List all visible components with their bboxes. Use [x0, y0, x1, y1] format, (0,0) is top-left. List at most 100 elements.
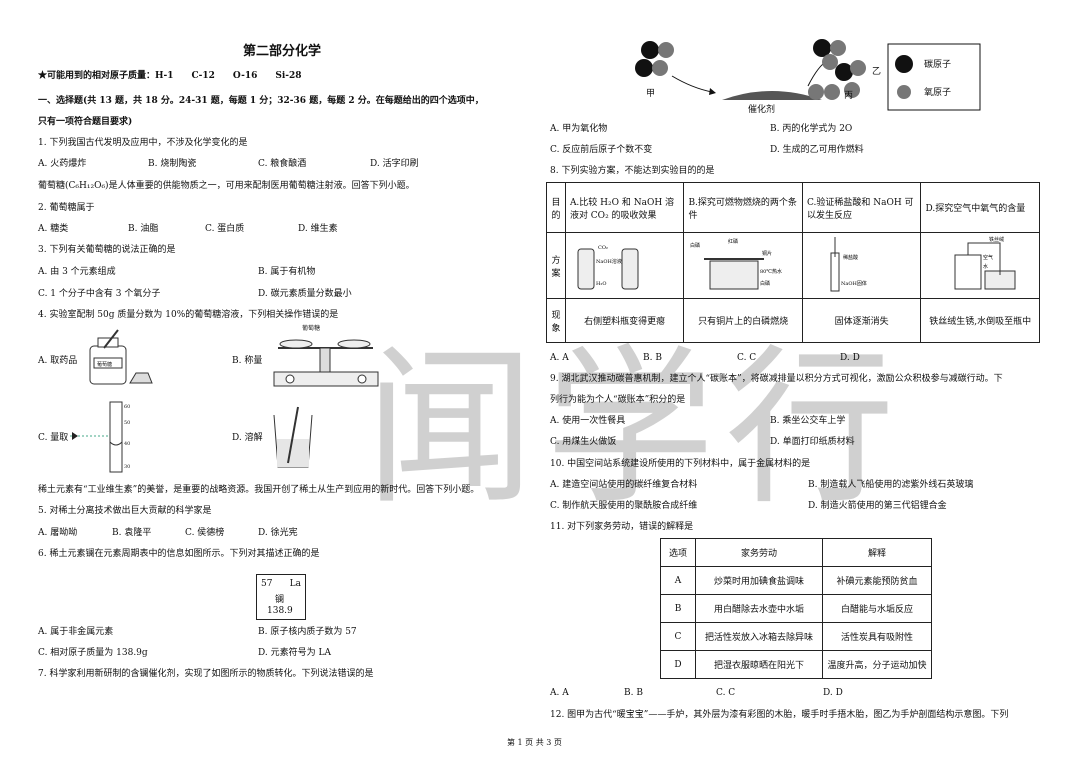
q8-option-d: D. D: [840, 353, 860, 363]
label-co2: CO₂: [598, 245, 608, 251]
table-row: B 用白醋除去水壶中水垢 白醋能与水垢反应: [660, 594, 932, 623]
q11-cell: D: [660, 650, 696, 679]
q11-cell: 把活性炭放入冰箱去除异味: [695, 622, 823, 651]
q11-header-explanation: 解释: [822, 538, 932, 567]
q10-option-b: B. 制造载人飞船使用的滤紫外线石英玻璃: [808, 480, 974, 490]
q11-cell: 把湿衣服晾晒在阳光下: [695, 650, 823, 679]
q2-stem: 2. 葡萄糖属于: [38, 203, 95, 213]
label-white-phosphorus: 白磷: [690, 242, 700, 249]
label-hot-water: 80℃热水: [760, 268, 782, 275]
q8-plan-c: 稀盐酸 NaOH固体: [801, 232, 922, 299]
cyl-tick-50: 50: [124, 420, 130, 426]
q8-goal-d: D.探究空气中氧气的含量: [920, 182, 1040, 233]
periodic-cell-symbol: La: [289, 579, 301, 589]
q2-option-b: B. 油脂: [128, 224, 159, 234]
q5-option-a: A. 屠呦呦: [38, 528, 78, 538]
take-reagent-illustration: 葡萄糖: [89, 329, 153, 385]
legend-oxygen: 氧原子: [924, 86, 951, 98]
q8-phenomenon-b: 只有铜片上的白磷燃烧: [683, 298, 803, 343]
q11-stem: 11. 对下列家务劳动，错误的解释是: [550, 522, 694, 532]
q6-option-a: A. 属于非金属元素: [38, 627, 114, 637]
q9-option-b: B. 乘坐公交车上学: [770, 416, 846, 426]
q2-option-a: A. 糖类: [38, 224, 69, 234]
label-dilute-hcl: 稀盐酸: [843, 254, 858, 261]
label-iron-wool: 铁丝绒: [989, 236, 1004, 243]
q3-stem: 3. 下列有关葡萄糖的说法正确的是: [38, 245, 176, 255]
label-red-phosphorus: 红磷: [728, 238, 738, 245]
q8-goal-c: C.验证稀盐酸和 NaOH 可以发生反应: [801, 182, 922, 233]
q11-cell: 炒菜时用加碘食盐调味: [695, 566, 823, 595]
q5-option-c: C. 侯德榜: [185, 528, 225, 538]
label-naoh-solution: NaOH溶液: [596, 258, 622, 265]
q7-option-b: B. 丙的化学式为 2O: [770, 124, 853, 134]
page-title: 第二部分化学: [243, 44, 322, 59]
q7-stem: 7. 科学家利用新研制的含镧催化剂，实现了如图所示的物质转化。下列说法错误的是: [38, 669, 374, 679]
q6-option-d: D. 元素符号为 LA: [258, 648, 331, 658]
q11-cell: 用白醋除去水壶中水垢: [695, 594, 823, 623]
atomic-mass-line: ★可能用到的相对原子质量：H-1 C-12 O-16 Si-28: [38, 71, 302, 81]
q10-stem: 10. 中国空间站系统建设所使用的下列材料中，属于金属材料的是: [550, 459, 811, 469]
q8-row-header-goal: 目 的: [546, 182, 566, 233]
q8-table: 目 的 A.比较 H₂O 和 NaOH 溶液对 CO₂ 的吸收效果 B.探究可燃…: [546, 182, 1040, 343]
q11-cell: 温度升高，分子运动加快: [822, 650, 932, 679]
q4-option-b: B. 称量: [232, 356, 263, 366]
section-heading: 一、选择题(共 13 题，共 18 分。24-31 题，每题 1 分；32-36…: [38, 96, 484, 106]
q11-cell: 补碘元素能预防贫血: [822, 566, 932, 595]
q7-option-d: D. 生成的乙可用作燃料: [770, 145, 864, 155]
q11-header-chore: 家务劳动: [695, 538, 823, 567]
q8-plan-a: CO₂ NaOH溶液 H₂O: [564, 232, 685, 299]
q8-phenomenon-a: 右侧塑料瓶变得更瘪: [564, 298, 685, 343]
label-air: 空气: [983, 254, 993, 261]
q6-option-b: B. 原子核内质子数为 57: [258, 627, 357, 637]
q3-option-c: C. 1 个分子中含有 3 个氧分子: [38, 289, 161, 299]
q11-cell: 白醋能与水垢反应: [822, 594, 932, 623]
q10-option-c: C. 制作航天服使用的聚酰胺合成纤维: [550, 501, 698, 511]
label-h2o: H₂O: [596, 281, 606, 287]
q4-stem: 4. 实验室配制 50g 质量分数为 10%的葡萄糖溶液，下列相关操作错误的是: [38, 310, 339, 320]
balance-label: 葡萄糖: [302, 324, 320, 332]
q10-option-d: D. 制造火箭使用的第三代铝锂合金: [808, 501, 947, 511]
q9-option-a: A. 使用一次性餐具: [550, 416, 626, 426]
q9-option-c: C. 用煤生火做饭: [550, 437, 617, 447]
q11-option-b: B. B: [624, 688, 643, 698]
table-row: D 把湿衣服晾晒在阳光下 温度升高，分子运动加快: [660, 650, 932, 679]
q8-goal-a: A.比较 H₂O 和 NaOH 溶液对 CO₂ 的吸收效果: [564, 182, 685, 233]
legend-carbon: 碳原子: [924, 58, 951, 70]
q8-option-a: A. A: [550, 353, 569, 363]
q11-cell: 活性炭具有吸附性: [822, 622, 932, 651]
rare-earth-intro: 稀土元素有“工业维生素”的美誉，是重要的战略资源。我国开创了稀土从生产到应用的新…: [38, 485, 480, 495]
q7-reaction-diagram: 甲 催化剂 丙 乙 碳原子 氧原子: [635, 39, 981, 115]
q5-option-d: D. 徐光宪: [258, 528, 298, 538]
q8-row-header-phenomenon: 现 象: [546, 298, 566, 343]
page-footer: 第 1 页 共 3 页: [507, 738, 562, 747]
q10-option-a: A. 建造空间站使用的碳纤维复合材料: [550, 480, 698, 490]
periodic-cell-mass: 138.9: [267, 606, 293, 616]
label-jia: 甲: [646, 88, 655, 99]
q7-option-c: C. 反应前后原子个数不变: [550, 145, 653, 155]
periodic-cell: 57 La 镧 138.9: [256, 574, 306, 620]
q3-option-b: B. 属于有机物: [258, 267, 316, 277]
glucose-intro: 葡萄糖(C₆H₁₂O₆)是人体重要的供能物质之一，可用来配制医用葡萄糖注射液。回…: [38, 181, 415, 191]
q8-phenomenon-c: 固体逐渐消失: [801, 298, 922, 343]
q7-option-a: A. 甲为氧化物: [550, 124, 608, 134]
q6-option-c: C. 相对原子质量为 138.9g: [38, 648, 148, 658]
q1-stem: 1. 下列我国古代发明及应用中，不涉及化学变化的是: [38, 138, 248, 148]
periodic-cell-number: 57: [261, 579, 273, 589]
cyl-tick-30: 30: [124, 464, 130, 470]
q11-table: 选项 家务劳动 解释 A 炒菜时用加碘食盐调味 补碘元素能预防贫血 B 用白醋除…: [660, 538, 932, 679]
q11-option-d: D. D: [823, 688, 843, 698]
q8-option-c: C. C: [737, 353, 757, 363]
cyl-tick-60: 60: [124, 404, 130, 410]
q8-option-b: B. B: [643, 353, 662, 363]
q2-option-d: D. 维生素: [298, 224, 338, 234]
q9-stem-line2: 列行为能为个人“碳账本”积分的是: [550, 395, 686, 405]
q11-cell: B: [660, 594, 696, 623]
q9-option-d: D. 单面打印纸质材料: [770, 437, 855, 447]
label-copper-sheet: 铜片: [762, 250, 772, 257]
q8-row-header-plan: 方 案: [546, 232, 566, 299]
q5-option-b: B. 袁隆平: [112, 528, 152, 538]
label-yi: 乙: [872, 66, 881, 77]
q3-option-d: D. 碳元素质量分数最小: [258, 289, 352, 299]
q5-stem: 5. 对稀土分离技术做出巨大贡献的科学家是: [38, 506, 212, 516]
q11-option-a: A. A: [550, 688, 569, 698]
